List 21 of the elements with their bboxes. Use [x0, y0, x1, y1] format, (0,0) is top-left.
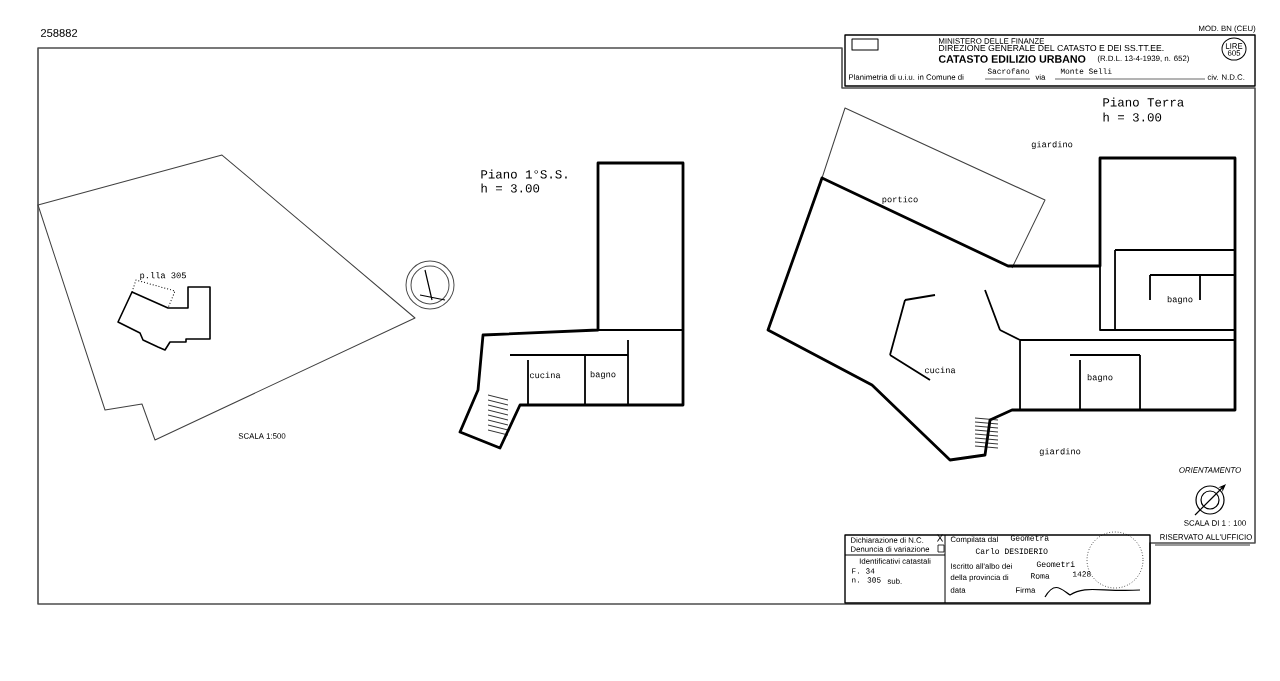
room-label: cucina — [924, 366, 956, 374]
header-title: CATASTO EDILIZIO URBANO — [938, 55, 1086, 63]
floor-title: Piano 1°S.S. — [481, 169, 567, 179]
room-label: bagno — [1087, 373, 1113, 383]
typed-text: Carlo DESIDERIO — [975, 548, 1048, 554]
room-label: bagno — [590, 370, 616, 380]
height-label: h = 3.00 — [481, 183, 540, 193]
area-label: giardino — [1031, 140, 1073, 150]
height-label: h = 3.00 — [1103, 112, 1162, 122]
room-label: cucina — [529, 371, 561, 379]
room-label: portico — [882, 195, 918, 205]
typed-text: Geometra — [1010, 535, 1049, 541]
parcel-label: p.lla 305 — [140, 271, 186, 281]
typed-text: Geometri — [1036, 561, 1075, 567]
typed-text: Roma — [1031, 573, 1050, 579]
floor-title: Piano Terra — [1103, 97, 1184, 107]
sheet-number: 258882 — [40, 29, 78, 37]
area-label: giardino — [1039, 447, 1081, 457]
header-text: DIREZIONE GENERALE DEL CATASTO E DEI SS.TT.EE. — [939, 44, 1164, 52]
room-label: bagno — [1167, 295, 1193, 305]
check-mark: X — [936, 534, 944, 542]
